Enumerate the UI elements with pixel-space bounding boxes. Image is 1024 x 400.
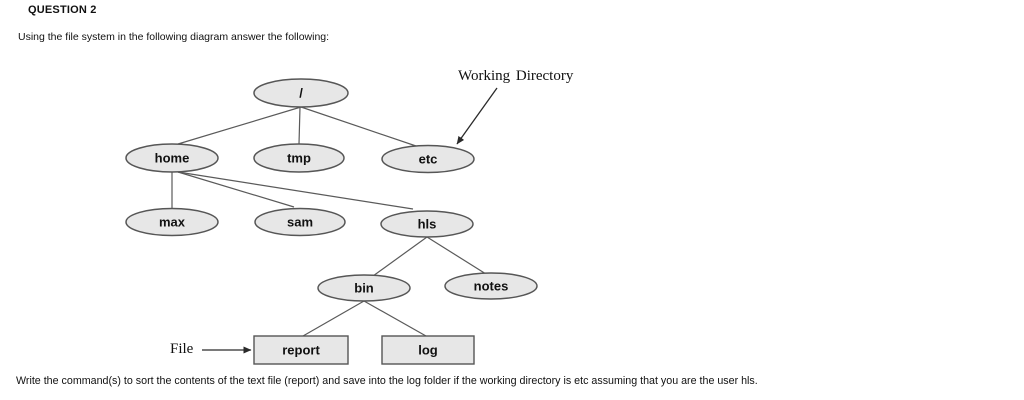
question-heading: QUESTION 2 [28,4,97,16]
diagram-arrows [202,87,498,354]
node-label-sam: sam [287,215,313,230]
node-etc [381,144,475,174]
intro-text: Using the file system in the following d… [18,31,330,43]
node-bin [317,274,411,302]
node-label-hls: hls [418,217,437,232]
edge-home-hls [177,171,414,210]
footer-question-text: Write the command(s) to sort the content… [16,375,758,387]
edge-root-tmp [298,106,301,145]
node-root [253,78,349,108]
node-label-notes: notes [474,279,509,294]
node-home [125,143,219,173]
diagram-edges [171,106,487,337]
diagram-nodes: / home tmp etc max sam hls bin notes report log [125,78,538,365]
edge-bin-report [302,300,365,337]
file-label: File [170,341,194,357]
node-label-root: / [299,86,303,101]
node-hls [380,210,474,238]
node-label-log: log [418,343,438,358]
edge-root-home [177,106,302,145]
node-label-tmp: tmp [287,151,311,166]
node-tmp [253,143,345,173]
node-notes [444,272,538,300]
node-label-bin: bin [354,281,374,296]
working-directory-label: Working Directory [458,68,574,84]
node-label-max: max [159,215,186,230]
edge-hls-notes [426,236,487,275]
node-label-report: report [282,343,320,358]
node-report [253,335,349,365]
node-label-etc: etc [419,152,438,167]
node-log [381,335,475,365]
node-label-home: home [155,151,190,166]
node-max [125,207,219,237]
node-sam [254,207,346,237]
edge-bin-log [363,300,427,337]
edge-home-sam [177,171,295,208]
working-directory-arrow [456,87,498,145]
edge-root-etc [300,106,420,148]
edge-hls-bin [372,236,428,277]
